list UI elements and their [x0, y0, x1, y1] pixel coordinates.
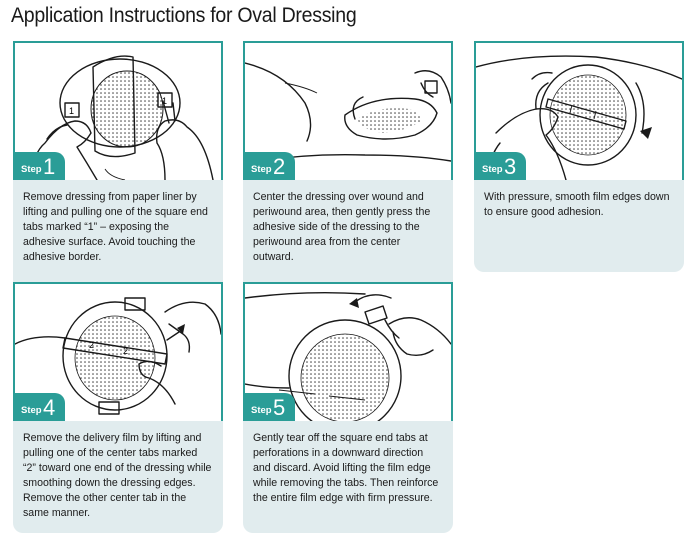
step-3-caption: With pressure, smooth film edges down to…: [474, 180, 684, 272]
step-label: Step: [482, 164, 503, 175]
tab-mark-2-b: 2: [123, 346, 128, 356]
step-2-badge: Step 2: [245, 152, 295, 180]
step-number: 2: [273, 154, 286, 179]
page-title: Application Instructions for Oval Dressi…: [11, 4, 357, 27]
step-number: 3: [504, 154, 517, 179]
step-label: Step: [251, 405, 272, 416]
step-2-illustration: Step 2: [243, 41, 453, 182]
step-4-illustration: 2 2 Step 4: [13, 282, 223, 423]
step-number: 5: [273, 395, 286, 420]
step-3-badge: Step 3: [476, 152, 526, 180]
step-5-text: Gently tear off the square end tabs at p…: [253, 432, 439, 504]
step-label: Step: [251, 164, 272, 175]
step-4-badge: Step 4: [15, 393, 65, 421]
step-label: Step: [21, 405, 42, 416]
step-4-text: Remove the delivery film by lifting and …: [23, 432, 212, 519]
step-1-badge: Step 1: [15, 152, 65, 180]
step-3-illustration: Step 3: [474, 41, 684, 182]
step-4-caption: Remove the delivery film by lifting and …: [13, 421, 223, 533]
step-1-text: Remove dressing from paper liner by lift…: [23, 191, 208, 263]
step-number: 4: [43, 395, 56, 420]
step-number: 1: [43, 154, 56, 179]
tab-mark-2-a: 2: [89, 340, 94, 350]
step-5-illustration: Step 5: [243, 282, 453, 423]
step-2-text: Center the dressing over wound and periw…: [253, 191, 431, 263]
step-label: Step: [21, 164, 42, 175]
step-3-text: With pressure, smooth film edges down to…: [484, 191, 670, 218]
step-1-illustration: 1 1 Step 1: [13, 41, 223, 182]
tab-mark-1-right: 1: [162, 96, 167, 106]
tab-mark-1-left: 1: [69, 106, 74, 116]
step-5-caption: Gently tear off the square end tabs at p…: [243, 421, 453, 533]
step-5-badge: Step 5: [245, 393, 295, 421]
